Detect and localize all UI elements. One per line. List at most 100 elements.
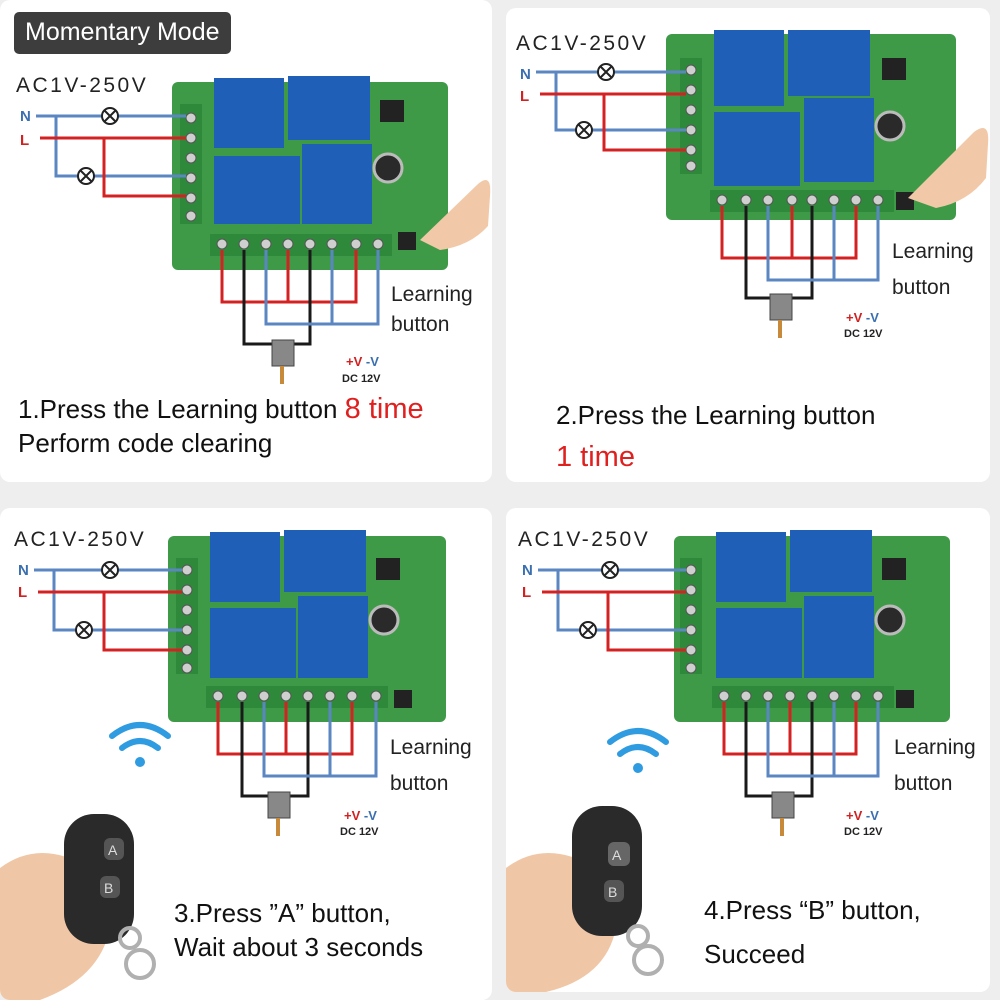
voltage-label: AC1V-250V bbox=[516, 32, 649, 55]
relay-3 bbox=[210, 608, 296, 678]
capacitor bbox=[874, 604, 906, 636]
learning-label-line1: Learning bbox=[390, 736, 472, 759]
wiring-diagram-1 bbox=[36, 76, 491, 384]
remote-button-b: B bbox=[608, 884, 617, 900]
wireless-signal-icon bbox=[607, 728, 669, 773]
terminal-block-bottom bbox=[712, 686, 894, 708]
finger-hand-icon bbox=[908, 128, 989, 208]
step-1-line2: Perform code clearing bbox=[18, 428, 273, 458]
voltage-label: AC1V-250V bbox=[14, 528, 147, 551]
learning-label-line2: button bbox=[892, 276, 951, 299]
minus-v-label: -V bbox=[363, 808, 377, 823]
terminal-block-bottom bbox=[210, 234, 392, 256]
step-4-line2: Succeed bbox=[704, 939, 806, 969]
learning-button-hw bbox=[394, 690, 412, 708]
learning-label-line1: Learning bbox=[391, 283, 473, 306]
capacitor bbox=[368, 604, 400, 636]
relay-4 bbox=[804, 596, 874, 678]
chip bbox=[882, 58, 906, 80]
dc-voltage-label: DC 12V bbox=[844, 826, 883, 838]
relay-4 bbox=[804, 98, 874, 182]
capacitor bbox=[874, 110, 906, 142]
dc-polarity: +V -V bbox=[346, 354, 379, 369]
learning-button-hw bbox=[398, 232, 416, 250]
remote-control-icon bbox=[572, 806, 664, 976]
relay-3 bbox=[714, 112, 800, 186]
terminal-block-left bbox=[180, 104, 202, 224]
relay-4 bbox=[302, 144, 372, 224]
relay-2 bbox=[288, 76, 370, 140]
neutral-label: N bbox=[522, 562, 533, 579]
learning-label-line2: button bbox=[391, 313, 450, 336]
terminal-block-left bbox=[680, 58, 702, 174]
step-4-line1: 4.Press “B” button, bbox=[704, 895, 921, 925]
learning-label-line2: button bbox=[390, 772, 449, 795]
relay-1 bbox=[214, 78, 284, 148]
live-label: L bbox=[520, 88, 530, 105]
learning-button-label: Learning button bbox=[391, 280, 473, 340]
step-4-caption: 4.Press “B” button, Succeed bbox=[704, 888, 921, 976]
step-2-caption: 2.Press the Learning button 1 time bbox=[556, 394, 875, 478]
voltage-label: AC1V-250V bbox=[518, 528, 651, 551]
relay-1 bbox=[714, 30, 784, 106]
motor-icon bbox=[271, 339, 295, 384]
relay-4 bbox=[298, 596, 368, 678]
relay-1 bbox=[210, 532, 280, 602]
neutral-label: N bbox=[18, 562, 29, 579]
wiring-diagram-4: A B bbox=[506, 530, 950, 992]
capacitor bbox=[372, 152, 404, 184]
live-label: L bbox=[18, 584, 28, 601]
remote-button-a: A bbox=[612, 847, 622, 863]
panel-step-2: AC1V-250V N L bbox=[506, 8, 990, 482]
plus-v-label: +V bbox=[346, 354, 363, 369]
learning-button-hw bbox=[896, 690, 914, 708]
panel-step-4: AC1V-250V N L bbox=[506, 508, 990, 992]
terminal-block-left bbox=[680, 558, 702, 674]
minus-v-label: -V bbox=[865, 310, 879, 325]
live-label: L bbox=[20, 132, 30, 149]
terminal-block-bottom bbox=[710, 190, 894, 212]
remote-button-a: A bbox=[108, 842, 118, 858]
step-2-highlight: 1 time bbox=[556, 441, 635, 473]
learning-label-line2: button bbox=[894, 772, 953, 795]
dc-polarity: +V -V bbox=[846, 310, 879, 325]
step-2-text: 2.Press the Learning button bbox=[556, 400, 876, 430]
learning-button-label: Learning button bbox=[390, 730, 472, 802]
step-3-caption: 3.Press ”A” button, Wait about 3 seconds bbox=[174, 896, 423, 964]
lamp-icon bbox=[77, 107, 119, 185]
dc-voltage-label: DC 12V bbox=[340, 826, 379, 838]
lamp-icon bbox=[75, 561, 119, 639]
plus-v-label: +V bbox=[344, 808, 361, 823]
dc-voltage-label: DC 12V bbox=[844, 328, 883, 340]
learning-button-label: Learning button bbox=[892, 234, 974, 306]
learning-label-line1: Learning bbox=[892, 240, 974, 263]
chip bbox=[376, 558, 400, 580]
plus-v-label: +V bbox=[846, 808, 863, 823]
learning-button-hw bbox=[896, 192, 914, 210]
learning-button-label: Learning button bbox=[894, 730, 976, 802]
remote-button-b: B bbox=[104, 880, 113, 896]
minus-v-label: -V bbox=[365, 354, 379, 369]
step-3-line1: 3.Press ”A” button, bbox=[174, 898, 391, 928]
relay-3 bbox=[214, 156, 300, 224]
relay-1 bbox=[716, 532, 786, 602]
relay-2 bbox=[284, 530, 366, 592]
relay-2 bbox=[790, 530, 872, 592]
dc-polarity: +V -V bbox=[846, 808, 879, 823]
relay-3 bbox=[716, 608, 802, 678]
motor-icon bbox=[771, 791, 795, 836]
panel-step-3: AC1V-250V N L bbox=[0, 508, 492, 1000]
plus-v-label: +V bbox=[846, 310, 863, 325]
wiring-diagram-3: A B bbox=[0, 530, 446, 1000]
step-3-line2: Wait about 3 seconds bbox=[174, 932, 424, 962]
step-1-text: 1.Press the Learning button bbox=[18, 394, 345, 424]
terminal-block-left bbox=[176, 558, 198, 674]
step-1-highlight: 8 time bbox=[344, 393, 424, 425]
wireless-signal-icon bbox=[109, 722, 171, 767]
lamp-icon bbox=[579, 561, 619, 639]
panel-step-1: Momentary Mode AC1V-250V N L bbox=[0, 0, 492, 482]
neutral-label: N bbox=[20, 108, 31, 125]
minus-v-label: -V bbox=[865, 808, 879, 823]
remote-control-icon bbox=[64, 814, 156, 980]
terminal-block-bottom bbox=[206, 686, 388, 708]
